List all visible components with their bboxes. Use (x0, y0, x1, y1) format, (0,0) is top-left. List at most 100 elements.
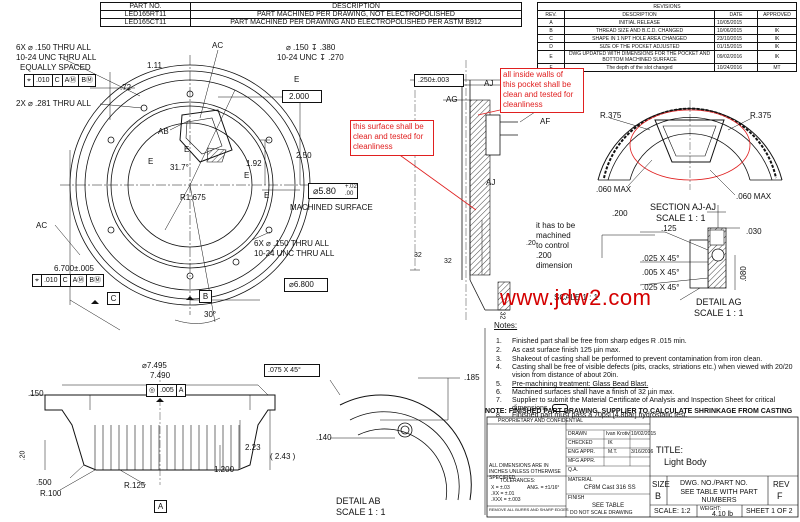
dim-500: .500 (36, 478, 52, 487)
view-label-e: E (148, 157, 154, 166)
rev-date: 01/15/2015 (714, 42, 758, 51)
label-ab: AB (158, 127, 169, 136)
description-header: DESCRIPTION (190, 2, 522, 11)
dia6800: ⌀6.800 (289, 280, 314, 289)
dim-223: 2.23 (245, 443, 261, 452)
note-text: dimensions (512, 405, 548, 412)
rev-date: 10/05/2015 (714, 18, 758, 27)
size-value: B (655, 491, 662, 501)
note-text: Machined surfaces shall have a finish of… (512, 389, 675, 396)
dim-192: 1.92 (246, 159, 262, 168)
dims-note: ALL DIMENSIONS ARE IN INCHES UNLESS OTHE… (489, 463, 561, 481)
note-text: Shakeout of casting shall be performed t… (512, 356, 763, 363)
rev-code: E (537, 50, 565, 64)
dia-7490: 7.490 (150, 371, 171, 380)
revisions-title: REVISIONS (537, 2, 797, 11)
rev-code: B (537, 26, 565, 35)
eng-appr-label: ENG APPR. (568, 449, 595, 455)
rev-date: 23/10/2015 (714, 34, 758, 43)
fcf-value: .010 (34, 75, 53, 86)
note-number: 6. (496, 389, 502, 396)
holes-callout-line1: 6X ⌀ .150 THRU ALL (16, 43, 91, 52)
dim-72: .72 (120, 83, 132, 92)
part-no-1: LED165RT11 (100, 10, 191, 19)
section-aj-aj-view (597, 100, 783, 196)
rev-approved: IK (757, 26, 797, 35)
angle-30: 30° (204, 310, 217, 319)
note-text: Finished part shall be free from sharp e… (512, 338, 687, 345)
note-text: As cast surface finish 125 µin max. (512, 347, 621, 354)
chamfer-025-2: .025 X 45° (642, 283, 680, 292)
surface-finish-32b: 32 (444, 258, 452, 265)
radius-left: R.375 (600, 111, 622, 120)
dia580-tol-minus: .00 (345, 191, 354, 197)
dim-243: ( 2.43 ) (270, 452, 296, 461)
holes3-callout-line2: 10-24 UNC THRU ALL (254, 249, 335, 258)
rev-date: 10/06/2015 (714, 26, 758, 35)
detail-ab-view (329, 377, 472, 501)
rev-desc: THREAD SIZE AND B.C.D. CHANGED (564, 26, 715, 35)
part-number-table: PART NO. DESCRIPTION LED165RT11 PART MAC… (100, 2, 522, 27)
weight-value: 4.10 lb (712, 511, 734, 518)
dim-6700: 6.700±.005 (54, 264, 94, 273)
fcf-datum: C (53, 75, 63, 86)
dim-2000: 2.000 (289, 92, 310, 101)
rev-desc: SHAPE IN 1 NPT HOLE AREA CHANGED (564, 34, 715, 43)
rev-label: REV (773, 480, 790, 489)
dim-200: .200 (612, 209, 628, 218)
drawn-date: 10/02/2015 (631, 431, 657, 437)
max-060-right: .060 MAX (736, 192, 772, 201)
fcf-datum: AⓂ (71, 275, 88, 286)
rev-approved: MT (757, 63, 797, 72)
sheet-value: SHEET 1 OF 2 (746, 508, 793, 515)
section-side-view (410, 60, 536, 320)
dia580-box: ⌀5.80 +.02 .00 (308, 183, 358, 199)
machined-note-line3: to control (536, 241, 569, 250)
checked-label: CHECKED (568, 440, 593, 446)
label-ac-top: AC (212, 41, 224, 50)
note-number: 8. (496, 412, 502, 419)
pocket-note-line1: all inside walls of (503, 70, 564, 79)
dwg-label: DWG. NO./PART NO. (680, 480, 748, 487)
dia580-tol-plus: +.02 (345, 184, 357, 190)
chamfer-075: .075 X 45° (268, 367, 301, 374)
rev-date: 10/24/2016 (714, 63, 758, 72)
machined-note-line5: dimension (536, 261, 573, 270)
detail-ab-scale: SCALE 1 : 1 (336, 507, 386, 517)
fcf-datum: C (61, 275, 71, 286)
datum-b: B (199, 290, 212, 303)
rev-date-header: DATE (714, 10, 758, 19)
rev-date: 09/02/2016 (714, 50, 758, 64)
part-no-2: LED165CT11 (100, 18, 191, 27)
datum-c: C (107, 292, 120, 305)
dim-250: 2.50 (296, 151, 312, 160)
position-tolerance-frame: ⌖ .010 C AⓂ BⓂ (32, 274, 104, 287)
pocket-note-box: all inside walls of this pocket shall be… (500, 68, 584, 113)
note-number: 2. (496, 347, 502, 354)
position-icon: ⌖ (25, 75, 34, 86)
checked-name: IK (608, 440, 613, 446)
weight-label: WEIGHT: (700, 506, 721, 512)
machined-surface: MACHINED SURFACE (290, 203, 373, 212)
note-number: 7. (496, 397, 502, 404)
section-aj-aj-title: SECTION AJ-AJ (650, 202, 717, 212)
concentricity-frame: ◎ .005 A (146, 384, 187, 397)
tolerances-label: TOLERANCES: (500, 478, 536, 484)
label-aj-top: AJ (484, 79, 494, 88)
main-plan-view (54, 49, 325, 331)
dim-250-box: .250±.003 (414, 74, 464, 87)
note-text: Casting shall be free of visible defects… (512, 364, 793, 371)
dwg-value: SEE TABLE WITH PART NUMBERS (680, 489, 758, 504)
surface-note-line2: clean and tested for (353, 132, 424, 141)
angle-317: 31.7° (170, 163, 189, 172)
dia6800-box: ⌀6.800 (284, 278, 328, 292)
drawn-label: DRAWN (568, 431, 587, 437)
eng-appr-name: M.T. (608, 449, 618, 455)
detail-ab-title: DETAIL AB (336, 496, 381, 506)
radius-1675: R1.675 (180, 193, 206, 202)
surface-finish-32: 32 (414, 252, 422, 259)
machined-note-line4: .200 (536, 251, 552, 260)
note-number: 3. (496, 356, 502, 363)
note-text: Supplier to submit the Material Certific… (512, 397, 776, 404)
detail-ag-title: DETAIL AG (696, 297, 742, 307)
